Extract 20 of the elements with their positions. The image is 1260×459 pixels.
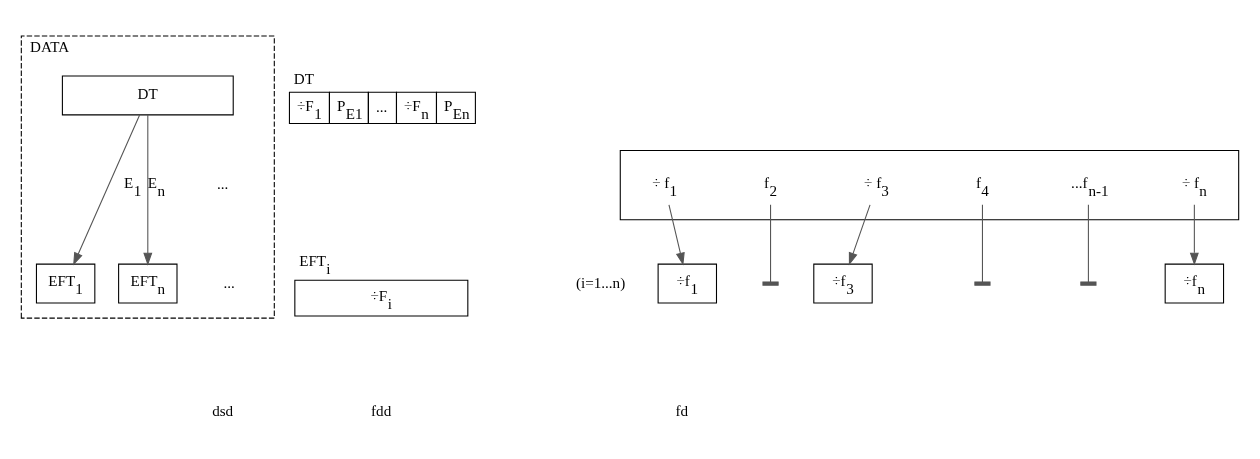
- connector: [770, 204, 772, 283]
- connector: [981, 204, 983, 283]
- cluster: [619, 150, 1240, 221]
- node-label: DT: [293, 70, 314, 87]
- label: ...: [217, 176, 229, 193]
- node-box: DT: [61, 75, 234, 116]
- label: (i=1...n): [575, 274, 626, 291]
- label: ...: [223, 274, 235, 291]
- connector: [1087, 204, 1089, 283]
- arrow: [668, 204, 685, 266]
- node-bar: [762, 281, 779, 286]
- node-bar: [974, 281, 991, 286]
- arrow: [848, 204, 871, 266]
- arrow: [143, 114, 153, 266]
- label: fd: [675, 403, 689, 420]
- label: dsd: [212, 403, 234, 420]
- label: fdd: [371, 403, 392, 420]
- arrow: [73, 114, 141, 266]
- arrow: [1189, 204, 1199, 266]
- node-bar: [1080, 281, 1097, 286]
